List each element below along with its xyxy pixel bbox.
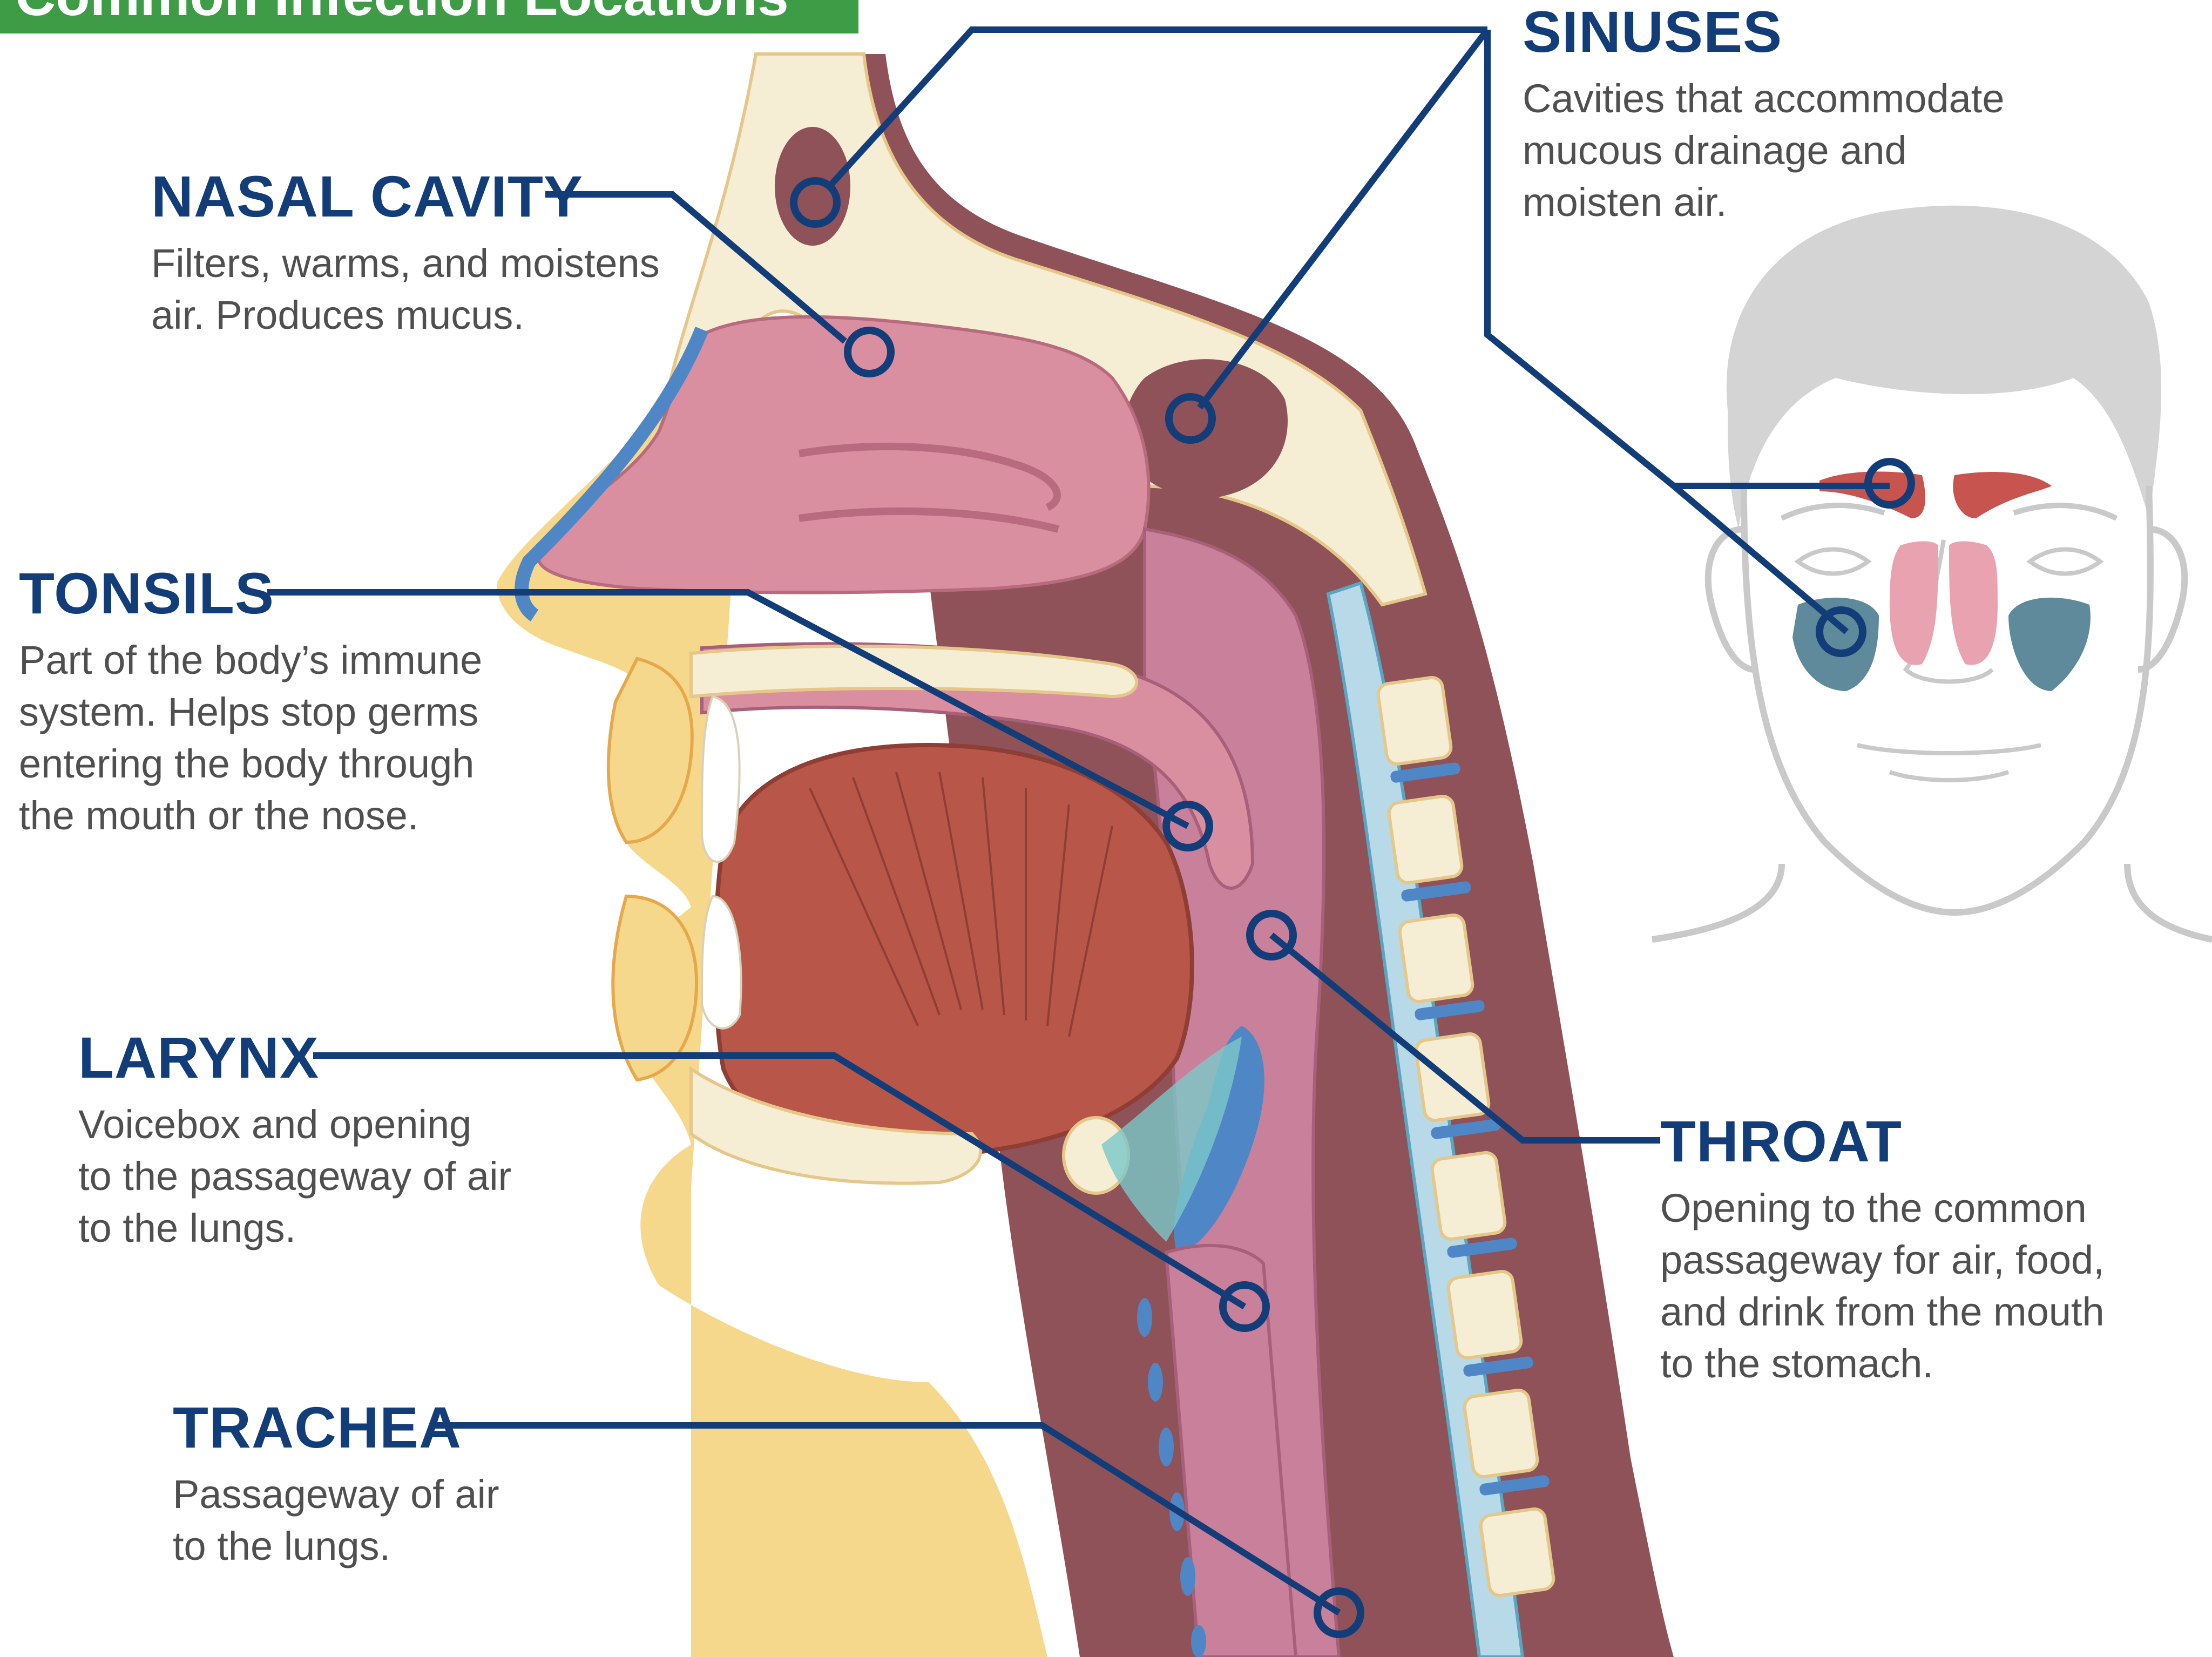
tonsils-line-3: entering the body through — [19, 738, 482, 790]
face-front-view — [1652, 206, 2212, 939]
tonsils-line-4: the mouth or the nose. — [19, 790, 482, 842]
larynx-line-3: to the lungs. — [78, 1202, 511, 1254]
label-sinuses: SINUSES Cavities that accommodate mucous… — [1523, 3, 2005, 228]
nasal-cavity-line-1: Filters, warms, and moistens — [151, 238, 660, 289]
larynx-heading: LARYNX — [78, 1029, 511, 1087]
nasal-cavity-heading: NASAL CAVITY — [151, 167, 660, 226]
upper-tooth — [702, 696, 740, 862]
throat-line-1: Opening to the common — [1660, 1182, 2105, 1234]
right-brow — [2014, 505, 2116, 518]
neck-outline — [1652, 864, 2212, 939]
maxillary-sinus-right — [2008, 598, 2091, 691]
tongue — [715, 745, 1192, 1155]
hair-outline — [1727, 206, 2161, 529]
sinuses-leader-sphenoid — [1200, 30, 1487, 408]
nasal-cavity-line-2: air. Produces mucus. — [151, 289, 660, 341]
trachea-heading: TRACHEA — [173, 1398, 499, 1457]
trachea-description: Passageway of air to the lungs. — [173, 1469, 499, 1572]
trachea-line-1: Passageway of air — [173, 1469, 499, 1520]
label-trachea: TRACHEA Passageway of air to the lungs. — [173, 1398, 499, 1572]
trachea-line-2: to the lungs. — [173, 1520, 499, 1572]
tonsils-description: Part of the body’s immune system. Helps … — [19, 634, 482, 842]
larynx-description: Voicebox and opening to the passageway o… — [78, 1099, 511, 1254]
tonsils-line-2: system. Helps stop germs — [19, 686, 482, 738]
larynx-line-1: Voicebox and opening — [78, 1099, 511, 1151]
label-throat: THROAT Opening to the common passageway … — [1660, 1112, 2105, 1390]
sinuses-line-3: moisten air. — [1523, 177, 2005, 228]
tonsils-line-1: Part of the body’s immune — [19, 634, 482, 686]
left-eye — [1798, 550, 1868, 574]
label-nasal-cavity: NASAL CAVITY Filters, warms, and moisten… — [151, 167, 660, 341]
sinuses-heading: SINUSES — [1523, 3, 2005, 61]
label-larynx: LARYNX Voicebox and opening to the passa… — [78, 1029, 511, 1254]
head-cross-section — [497, 54, 1674, 1657]
mouth-outline — [1857, 745, 2041, 780]
sinuses-description: Cavities that accommodate mucous drainag… — [1523, 73, 2005, 228]
nasal-cavity-description: Filters, warms, and moistens air. Produc… — [151, 238, 660, 341]
label-tonsils: TONSILS Part of the body’s immune system… — [19, 564, 482, 842]
face-outline — [1744, 486, 2150, 912]
throat-description: Opening to the common passageway for air… — [1660, 1182, 2105, 1390]
larynx-line-2: to the passageway of air — [78, 1151, 511, 1202]
throat-line-4: to the stomach. — [1660, 1338, 2105, 1390]
throat-heading: THROAT — [1660, 1112, 2105, 1171]
sinuses-line-1: Cavities that accommodate — [1523, 73, 2005, 125]
left-brow — [1782, 505, 1884, 518]
ethmoid-sinus — [1890, 542, 1998, 665]
sinuses-line-2: mucous drainage and — [1523, 125, 2005, 177]
throat-line-3: and drink from the mouth — [1660, 1286, 2105, 1338]
throat-line-2: passageway for air, food, — [1660, 1234, 2105, 1286]
tonsils-heading: TONSILS — [19, 564, 482, 623]
right-eye — [2030, 550, 2100, 574]
frontal-sinus — [775, 127, 850, 246]
